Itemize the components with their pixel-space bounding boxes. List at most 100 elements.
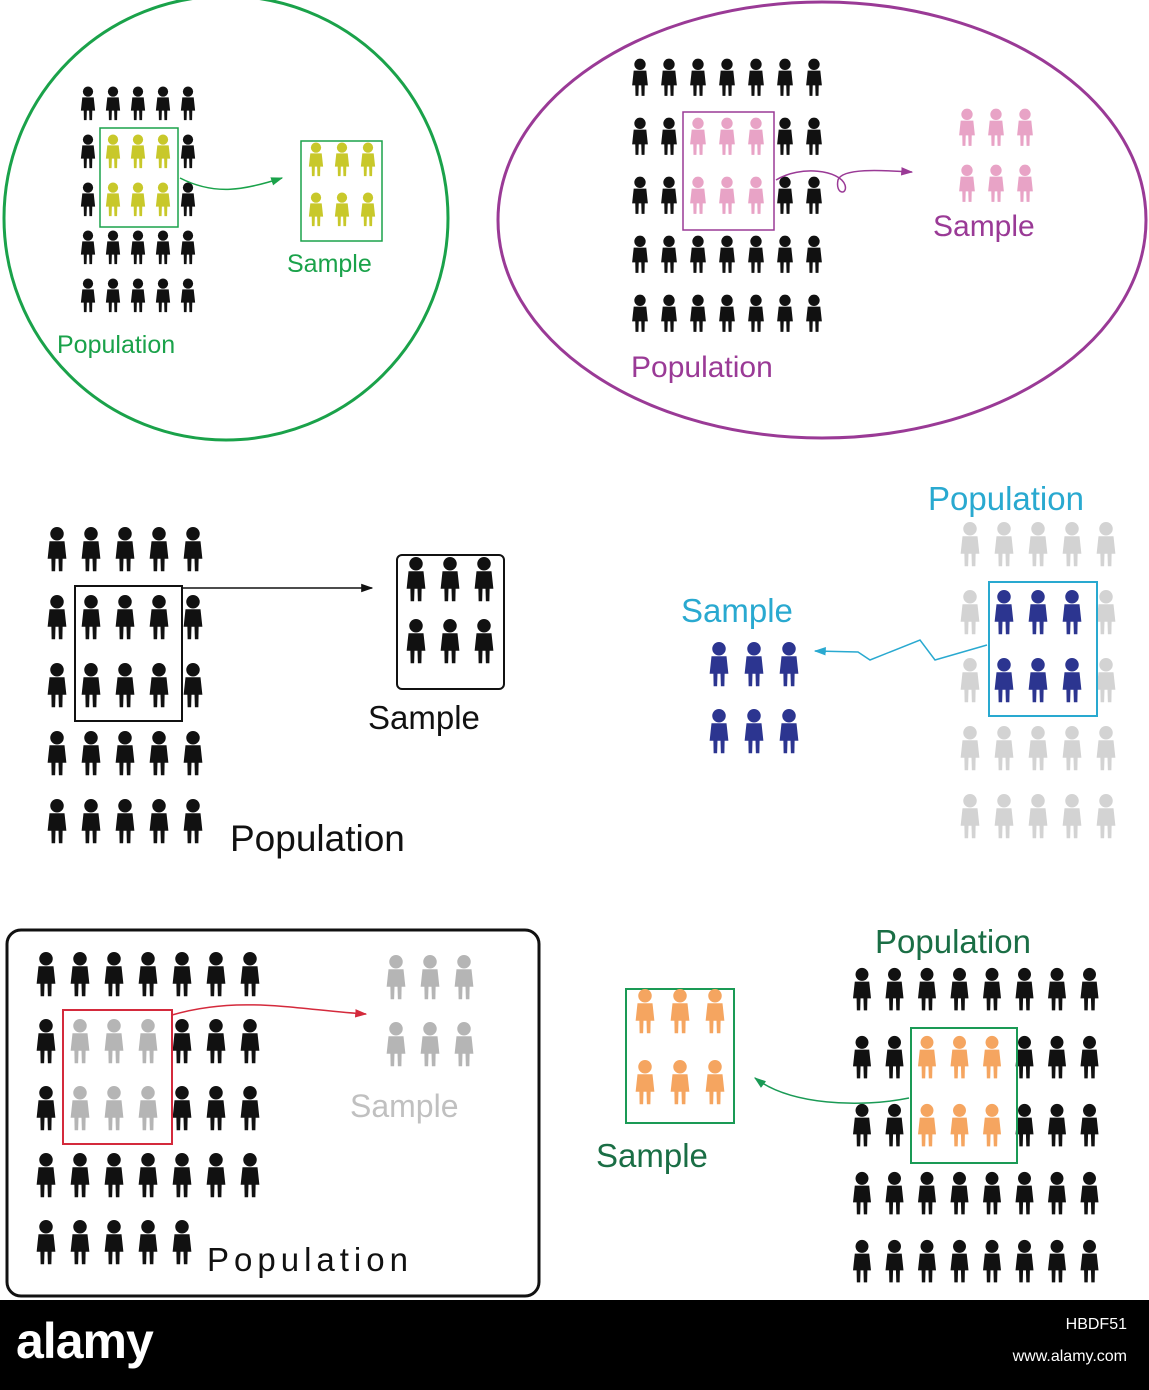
person-icon bbox=[172, 1153, 192, 1198]
person-icon bbox=[777, 176, 793, 214]
person-icon bbox=[748, 235, 764, 273]
person-icon bbox=[1062, 794, 1082, 839]
person-icon bbox=[806, 117, 822, 155]
selection-box bbox=[74, 585, 183, 722]
population-grid bbox=[632, 58, 822, 332]
sample-group bbox=[406, 557, 494, 664]
person-icon bbox=[779, 642, 799, 687]
person-icon bbox=[748, 176, 764, 214]
person-icon bbox=[240, 1153, 260, 1198]
person-icon bbox=[960, 794, 980, 839]
person-icon bbox=[183, 731, 203, 776]
person-icon bbox=[1015, 1239, 1034, 1283]
person-icon bbox=[1015, 1103, 1034, 1147]
person-icon bbox=[777, 294, 793, 332]
person-icon bbox=[1062, 590, 1082, 635]
person-icon bbox=[719, 58, 735, 96]
population-label: Population bbox=[875, 923, 1031, 960]
person-icon bbox=[308, 142, 324, 177]
person-icon bbox=[670, 1060, 690, 1105]
person-icon bbox=[183, 527, 203, 572]
person-icon bbox=[690, 117, 706, 155]
person-icon bbox=[1080, 967, 1099, 1011]
person-icon bbox=[80, 134, 96, 169]
person-icon bbox=[950, 1103, 969, 1147]
person-icon bbox=[705, 989, 725, 1034]
sample-box bbox=[300, 140, 383, 242]
person-icon bbox=[994, 726, 1014, 771]
image-id: HBDF51 bbox=[1065, 1316, 1127, 1333]
sample-group bbox=[959, 108, 1033, 202]
population-label: Population bbox=[631, 351, 773, 384]
person-icon bbox=[206, 1019, 226, 1064]
diagram-3: Sample Population bbox=[47, 527, 505, 859]
sample-label: Sample bbox=[933, 210, 1035, 243]
person-icon bbox=[138, 1086, 158, 1131]
person-icon bbox=[138, 952, 158, 997]
person-icon bbox=[1015, 967, 1034, 1011]
person-icon bbox=[670, 989, 690, 1034]
person-icon bbox=[70, 952, 90, 997]
person-icon bbox=[950, 1171, 969, 1215]
person-icon bbox=[70, 1086, 90, 1131]
person-icon bbox=[1096, 658, 1116, 703]
person-icon bbox=[719, 176, 735, 214]
person-icon bbox=[853, 1103, 871, 1147]
person-icon bbox=[988, 108, 1004, 146]
person-icon bbox=[777, 235, 793, 273]
person-icon bbox=[994, 658, 1014, 703]
sample-label: Sample bbox=[681, 592, 793, 629]
person-icon bbox=[719, 117, 735, 155]
person-icon bbox=[806, 294, 822, 332]
person-icon bbox=[406, 557, 426, 602]
person-icon bbox=[959, 164, 975, 202]
selection-box bbox=[99, 127, 179, 228]
person-icon bbox=[1080, 1171, 1099, 1215]
person-icon bbox=[1048, 1103, 1066, 1147]
person-icon bbox=[149, 731, 169, 776]
person-icon bbox=[172, 1086, 192, 1131]
person-icon bbox=[172, 1220, 192, 1265]
person-icon bbox=[149, 527, 169, 572]
person-icon bbox=[334, 142, 350, 177]
person-icon bbox=[183, 595, 203, 640]
person-icon bbox=[155, 278, 171, 313]
person-icon bbox=[1048, 967, 1066, 1011]
arrow bbox=[171, 1004, 368, 1018]
person-icon bbox=[406, 619, 426, 664]
person-icon bbox=[777, 117, 793, 155]
person-icon bbox=[81, 663, 101, 708]
person-icon bbox=[36, 1019, 56, 1064]
person-icon bbox=[719, 294, 735, 332]
sample-label: Sample bbox=[350, 1088, 459, 1124]
person-icon bbox=[360, 192, 376, 227]
selection-box bbox=[988, 581, 1098, 717]
person-icon bbox=[853, 967, 871, 1011]
person-icon bbox=[104, 1086, 124, 1131]
selection-box bbox=[910, 1027, 1018, 1164]
person-icon bbox=[918, 1171, 936, 1215]
person-icon bbox=[806, 235, 822, 273]
arrow bbox=[179, 177, 284, 191]
person-icon bbox=[748, 294, 764, 332]
person-icon bbox=[155, 182, 171, 217]
person-icon bbox=[1015, 1035, 1034, 1079]
person-icon bbox=[744, 642, 764, 687]
person-icon bbox=[918, 967, 936, 1011]
person-icon bbox=[960, 658, 980, 703]
arrow bbox=[754, 1077, 910, 1104]
person-icon bbox=[180, 134, 196, 169]
person-icon bbox=[81, 731, 101, 776]
person-icon bbox=[47, 731, 67, 776]
person-icon bbox=[1062, 522, 1082, 567]
person-icon bbox=[632, 117, 648, 155]
diagram-2: Sample Population bbox=[496, 0, 1148, 440]
person-icon bbox=[138, 1220, 158, 1265]
person-icon bbox=[779, 709, 799, 754]
diagram-1: Sample Population bbox=[2, 0, 450, 442]
person-icon bbox=[988, 164, 1004, 202]
person-icon bbox=[47, 595, 67, 640]
person-icon bbox=[744, 709, 764, 754]
person-icon bbox=[1028, 658, 1048, 703]
person-icon bbox=[959, 108, 975, 146]
